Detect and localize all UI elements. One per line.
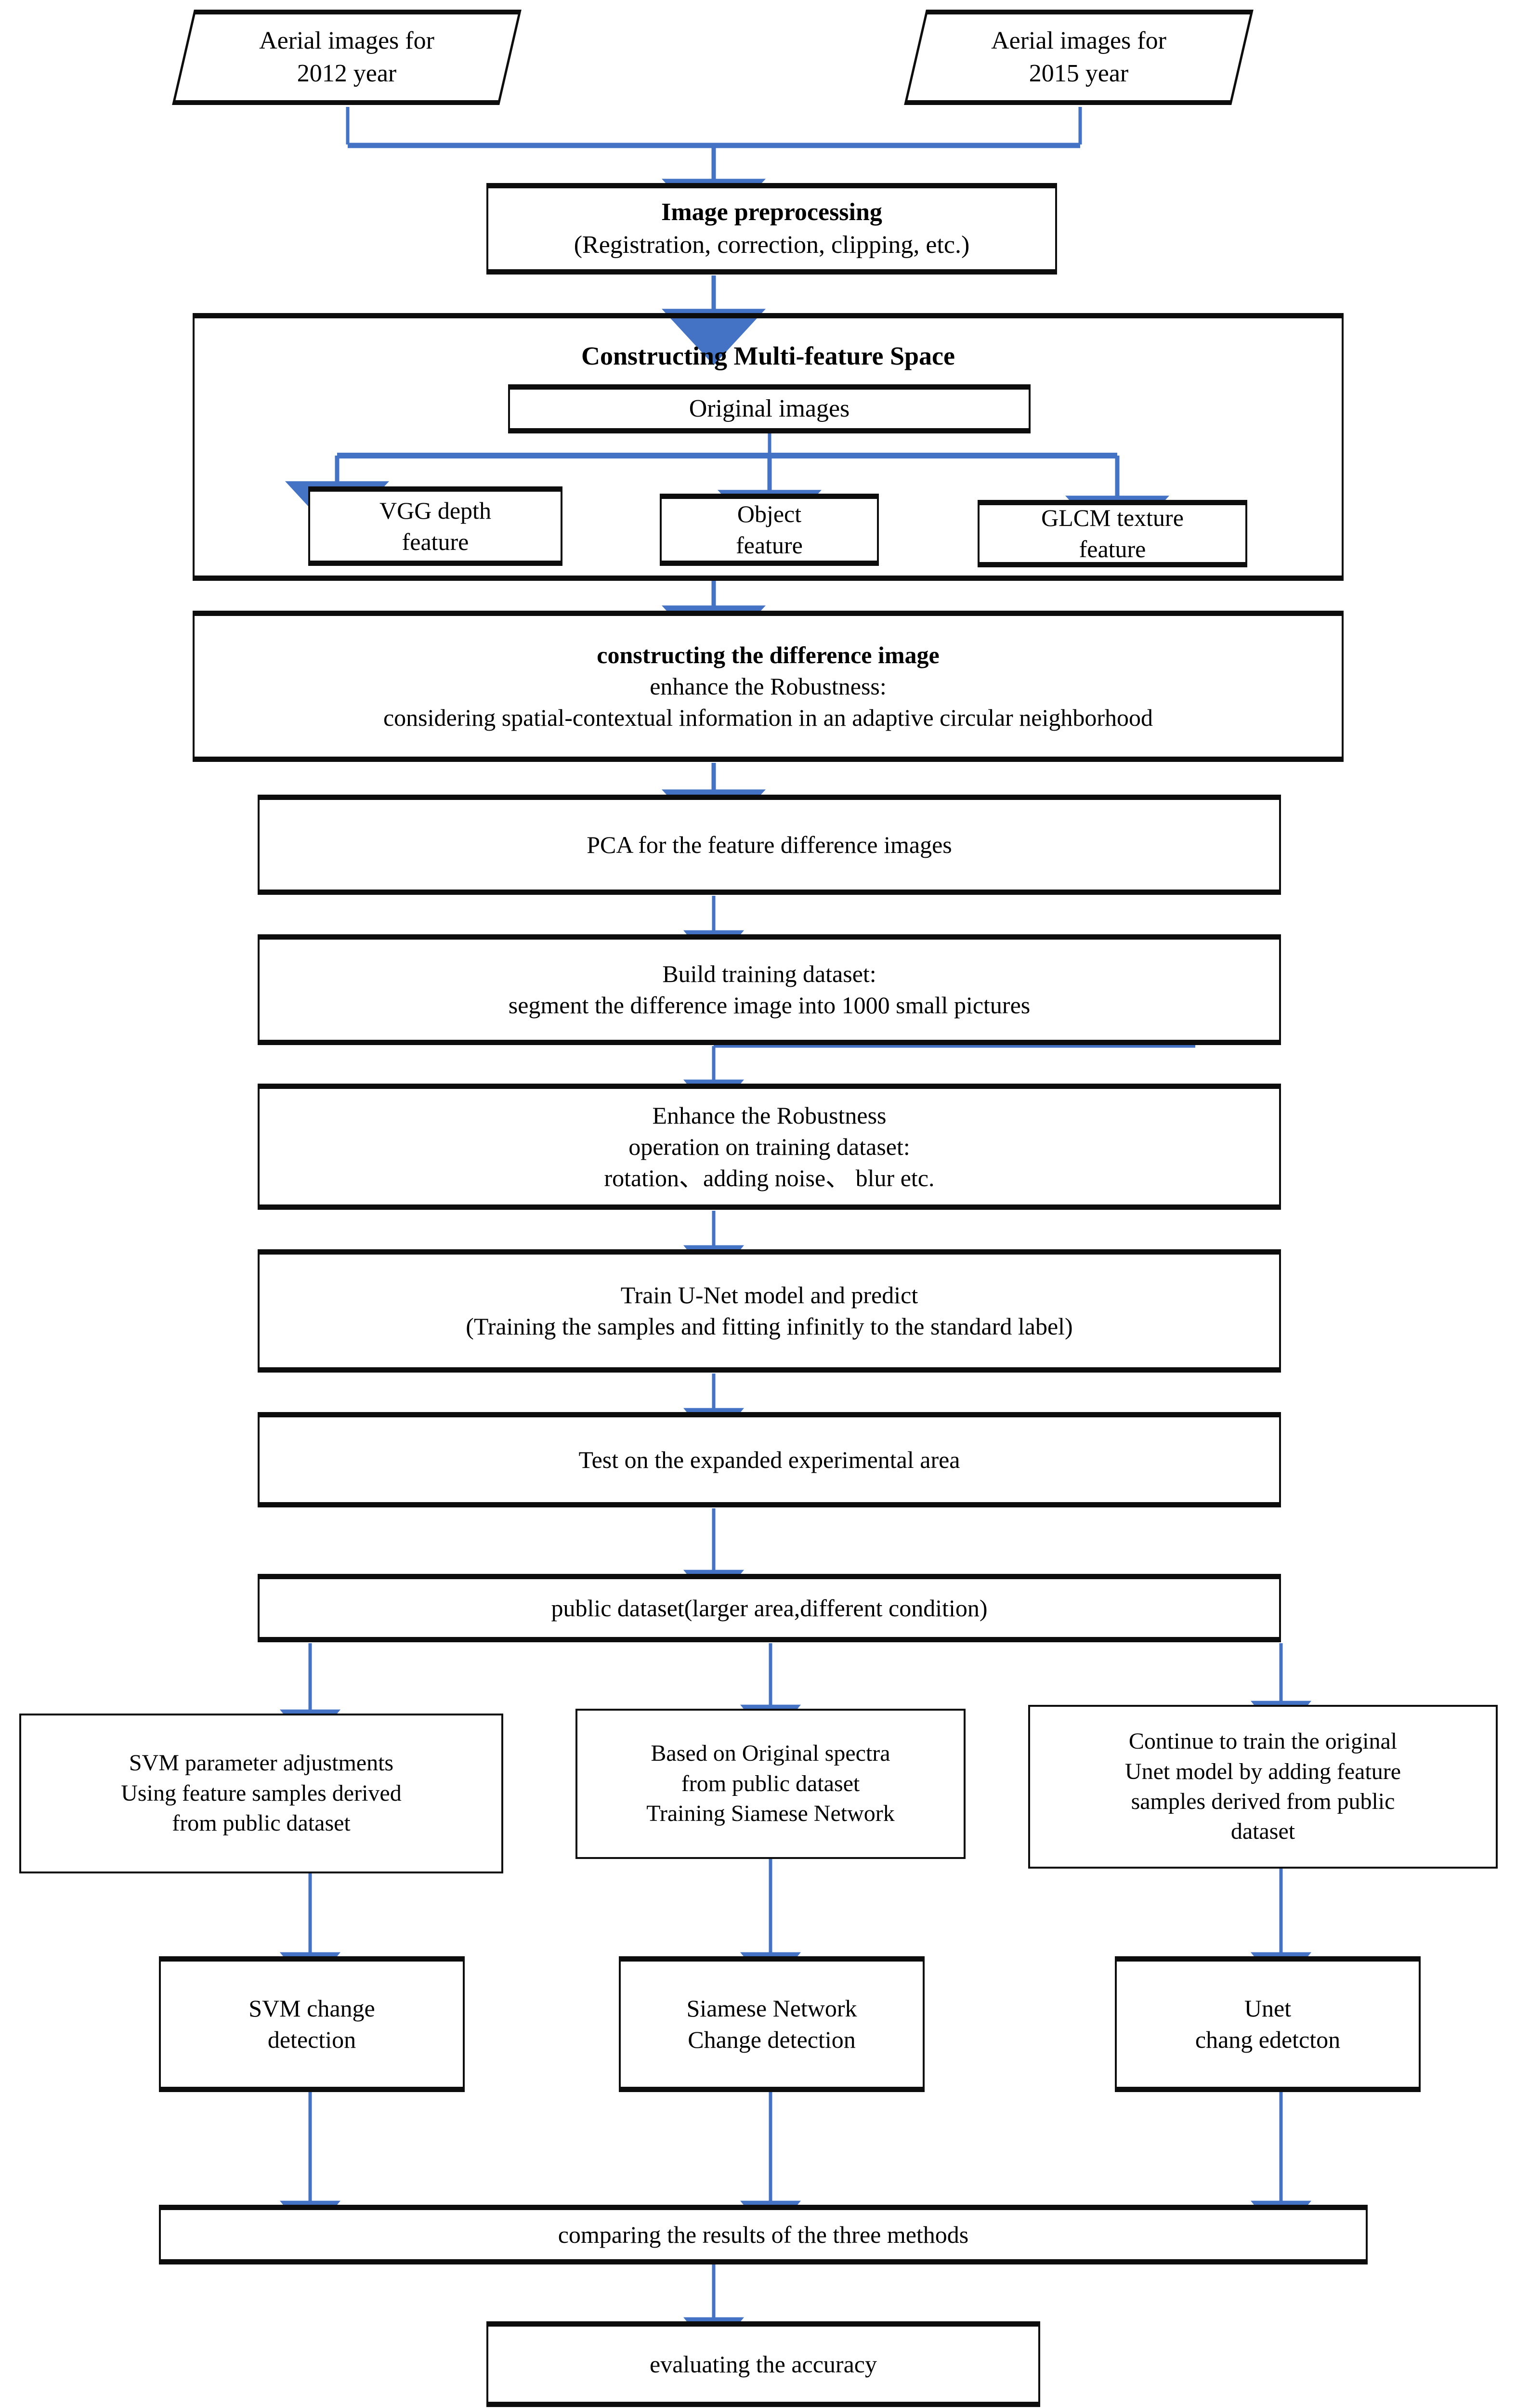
branch-siamese-line-2: from public dataset <box>681 1770 860 1796</box>
augment-line-3: rotation、adding noise、 blur etc. <box>604 1164 935 1191</box>
glcm-feature-line-1: GLCM texture <box>1041 504 1184 531</box>
source-2015-line-1: Aerial images for <box>991 27 1166 55</box>
node-object-feature[interactable]: Object feature <box>660 494 879 566</box>
test-area-label: Test on the expanded experimental area <box>578 1446 960 1473</box>
wire-builddataset-to-augment <box>714 1046 1195 1084</box>
build-dataset-line-1: Build training dataset: <box>662 960 876 987</box>
result-siamese-line-1: Siamese Network <box>686 1995 857 2022</box>
train-unet-line-1: Train U-Net model and predict <box>620 1282 918 1309</box>
difference-line-1: constructing the difference image <box>597 641 940 668</box>
result-siamese-line-2: Change detection <box>688 2026 856 2053</box>
source-2012-line-2: 2012 year <box>297 60 397 87</box>
node-result-svm-change-detection[interactable]: SVM change detection <box>159 1956 465 2092</box>
node-build-training-dataset[interactable]: Build training dataset: segment the diff… <box>258 934 1281 1045</box>
glcm-feature-line-2: feature <box>1079 536 1146 563</box>
node-image-preprocessing[interactable]: Image preprocessing (Registration, corre… <box>486 183 1057 275</box>
object-feature-line-2: feature <box>736 532 803 559</box>
node-evaluating-accuracy[interactable]: evaluating the accuracy <box>486 2321 1040 2407</box>
node-public-dataset[interactable]: public dataset(larger area,different con… <box>258 1574 1281 1642</box>
node-train-unet-model[interactable]: Train U-Net model and predict (Training … <box>258 1249 1281 1373</box>
node-branch-continue-train-unet[interactable]: Continue to train the original Unet mode… <box>1028 1705 1498 1869</box>
branch-unet-line-2: Unet model by adding feature <box>1124 1758 1401 1784</box>
node-source-2012-text: Aerial images for 2012 year <box>183 10 510 105</box>
node-glcm-texture-feature[interactable]: GLCM texture feature <box>978 500 1247 567</box>
vgg-feature-line-2: feature <box>402 528 469 555</box>
branch-svm-line-2: Using feature samples derived <box>121 1780 402 1806</box>
node-result-siamese-change-detection[interactable]: Siamese Network Change detection <box>619 1956 925 2092</box>
augment-line-2: operation on training dataset: <box>628 1133 910 1160</box>
node-enhance-robustness-augmentation[interactable]: Enhance the Robustness operation on trai… <box>258 1084 1281 1210</box>
node-original-images[interactable]: Original images <box>508 384 1031 433</box>
group-multifeature-title: Constructing Multi-feature Space <box>581 341 955 370</box>
branch-unet-line-4: dataset <box>1230 1819 1295 1845</box>
vgg-feature-line-1: VGG depth <box>379 497 491 524</box>
result-svm-line-1: SVM change <box>248 1995 375 2022</box>
branch-siamese-line-1: Based on Original spectra <box>651 1741 890 1767</box>
evaluate-label: evaluating the accuracy <box>650 2350 877 2378</box>
source-2015-line-2: 2015 year <box>1029 60 1129 87</box>
branch-unet-line-3: samples derived from public <box>1131 1789 1395 1814</box>
result-svm-line-2: detection <box>267 2026 356 2053</box>
difference-line-2: enhance the Robustness: <box>650 672 887 700</box>
train-unet-line-2: (Training the samples and fitting infini… <box>466 1313 1073 1340</box>
pca-label: PCA for the feature difference images <box>587 831 952 858</box>
branch-svm-line-3: from public dataset <box>172 1810 351 1836</box>
group-constructing-multifeature-space <box>193 313 1344 581</box>
branch-siamese-line-3: Training Siamese Network <box>646 1801 895 1827</box>
node-constructing-difference-image[interactable]: constructing the difference image enhanc… <box>193 611 1344 762</box>
preprocessing-subtitle: (Registration, correction, clipping, etc… <box>574 231 970 259</box>
node-test-expanded-area[interactable]: Test on the expanded experimental area <box>258 1412 1281 1507</box>
node-source-2015-text: Aerial images for 2015 year <box>915 10 1242 105</box>
node-result-unet-change-detection[interactable]: Unet chang edetcton <box>1115 1956 1421 2092</box>
node-branch-siamese-network[interactable]: Based on Original spectra from public da… <box>575 1709 966 1859</box>
node-source-2012[interactable]: Aerial images for 2012 year <box>172 10 522 105</box>
preprocessing-title: Image preprocessing <box>661 198 882 226</box>
augment-line-1: Enhance the Robustness <box>652 1101 887 1129</box>
source-2012-line-1: Aerial images for <box>259 27 434 55</box>
node-source-2015[interactable]: Aerial images for 2015 year <box>904 10 1254 105</box>
branch-svm-line-1: SVM parameter adjustments <box>129 1750 394 1776</box>
node-vgg-depth-feature[interactable]: VGG depth feature <box>308 486 562 566</box>
compare-label: comparing the results of the three metho… <box>558 2221 969 2248</box>
result-unet-line-1: Unet <box>1244 1995 1292 2022</box>
node-branch-svm-parameter-adjustments[interactable]: SVM parameter adjustments Using feature … <box>19 1714 503 1873</box>
public-dataset-label: public dataset(larger area,different con… <box>551 1594 988 1622</box>
object-feature-line-1: Object <box>737 500 802 527</box>
node-comparing-results[interactable]: comparing the results of the three metho… <box>159 2205 1368 2264</box>
node-pca-feature-difference[interactable]: PCA for the feature difference images <box>258 795 1281 895</box>
original-images-label: Original images <box>689 395 850 423</box>
branch-unet-line-1: Continue to train the original <box>1128 1728 1398 1754</box>
build-dataset-line-2: segment the difference image into 1000 s… <box>508 992 1031 1019</box>
difference-line-3: considering spatial-contextual informati… <box>383 704 1153 731</box>
result-unet-line-2: chang edetcton <box>1195 2026 1341 2053</box>
